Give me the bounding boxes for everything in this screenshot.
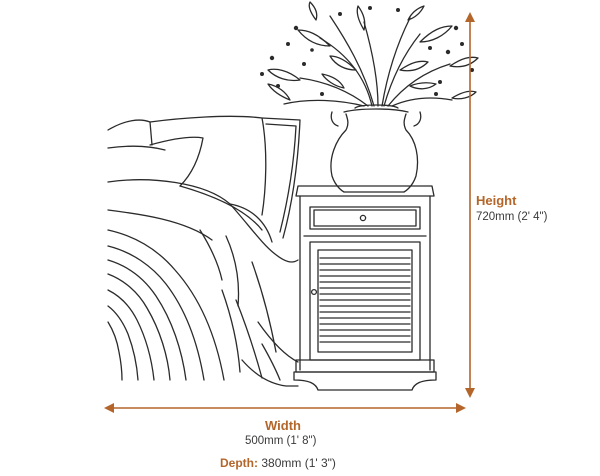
depth-value: 380mm (1' 3") (261, 456, 336, 470)
width-label: Width (265, 418, 301, 433)
flowers-illustration (267, 1, 479, 107)
depth-row: Depth: 380mm (1' 3") (220, 456, 336, 470)
height-dimension-line (465, 12, 475, 398)
width-dimension-line (104, 403, 466, 413)
height-value: 720mm (2' 4") (476, 211, 548, 223)
height-label: Height (476, 193, 517, 208)
nightstand-illustration (293, 185, 437, 391)
width-value: 500mm (1' 8") (245, 435, 317, 447)
bed-illustration (107, 115, 301, 387)
vase-illustration (330, 104, 422, 193)
depth-label: Depth: (220, 456, 258, 470)
